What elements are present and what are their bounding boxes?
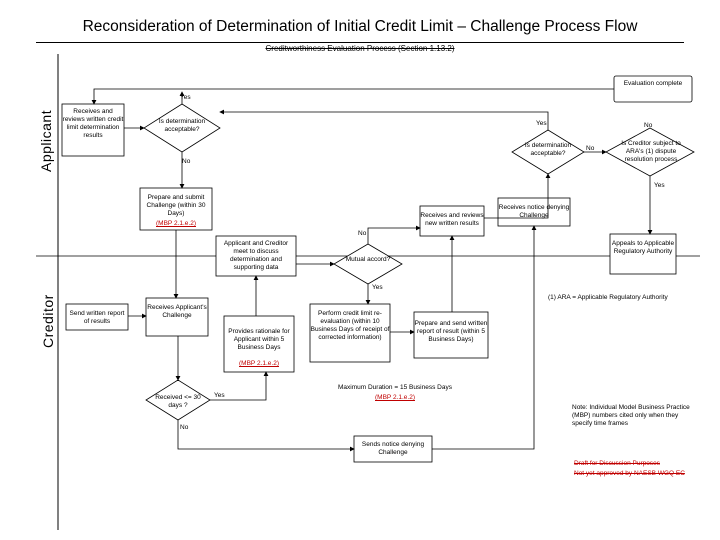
- prepare-send-text: Prepare and send written report of resul…: [414, 320, 488, 343]
- receive-challenge-box: [145, 297, 209, 337]
- receive-notice-text: Receives notice denying Challenge: [498, 204, 570, 219]
- label-mutual-no: No: [358, 230, 367, 237]
- appeals-ara-text: Appeals to Applicable Regulatory Authori…: [611, 240, 675, 255]
- mbp-note: Note: Individual Model Business Practice…: [572, 404, 690, 427]
- page-title: Reconsideration of Determination of Init…: [82, 18, 638, 35]
- label-received-no: No: [180, 424, 189, 431]
- label-ara-yes: Yes: [654, 182, 665, 189]
- label-q1-no: No: [182, 158, 191, 165]
- label-received-yes: Yes: [214, 392, 225, 399]
- mutual-q-text: Mutual accord?: [345, 256, 391, 263]
- prepare-challenge-box: [139, 187, 213, 231]
- send-report-text: Send written report of results: [69, 310, 125, 325]
- appeals-ara-box: [609, 233, 677, 275]
- prepare-challenge-text: Prepare and submit Challenge (within 30 …: [146, 194, 206, 217]
- receive-results-text: Receives and reviews written credit limi…: [62, 108, 124, 139]
- accept-q1-text: Is determination acceptable?: [158, 118, 206, 133]
- page-subtitle: Creditworthiness Evaluation Process (Sec…: [265, 44, 455, 53]
- prepare-send-box: [413, 311, 489, 359]
- send-report-box: [65, 303, 129, 331]
- edge-q-yes: [210, 371, 269, 401]
- received-q-text: Received <= 30 days ?: [155, 394, 201, 409]
- receive-results2-text: Receives and reviews new written results: [420, 212, 484, 227]
- sends-notice-text: Sends notice denying Challenge: [361, 441, 425, 456]
- meet-discuss-box: [215, 235, 297, 277]
- label-q1-yes: Yes: [180, 94, 191, 101]
- edge-notice-to-receive: [432, 225, 537, 450]
- max-duration-ref: (MBP 2.1.e.2): [375, 394, 415, 401]
- provides-rationale-box: [223, 315, 295, 373]
- prepare-challenge-ref: (MBP 2.1.e.2): [156, 220, 196, 227]
- label-q2-yes: Yes: [536, 120, 547, 127]
- edge-eval-to-receive: [91, 88, 614, 105]
- accept-q2-text: Is determination acceptable?: [524, 142, 572, 157]
- receive-challenge-text: Receives Applicant's Challenge: [147, 304, 207, 319]
- mutual-q-diamond: [333, 243, 403, 285]
- edge-q2-yes: [219, 109, 549, 130]
- edge-q-no: [177, 420, 355, 452]
- subject-ara-text: Is Creditor subject to ARA's (1) dispute…: [621, 140, 681, 163]
- label-q2-no: No: [586, 145, 595, 152]
- provides-rationale-text: Provides rationale for Applicant within …: [228, 328, 290, 351]
- eval-complete-text: Evaluation complete: [623, 80, 683, 87]
- edge-results2-to-q2: [484, 173, 551, 219]
- draft-note: Draft for Discussion Purposes: [574, 460, 660, 467]
- perform-eval-box: [309, 303, 391, 363]
- provides-rationale-ref: (MBP 2.1.e.2): [239, 360, 279, 367]
- meet-discuss-text: Applicant and Creditor meet to discuss d…: [223, 240, 289, 271]
- draft-note-2: Not yet approved by NAESB WGQ EC: [574, 470, 685, 477]
- perform-eval-text: Perform credit limit re-evaluation (with…: [310, 310, 390, 341]
- edge-mutual-no: [367, 225, 421, 244]
- footnote-ara: (1) ARA = Applicable Regulatory Authorit…: [548, 294, 668, 301]
- receive-results2-box: [419, 205, 485, 237]
- receive-notice-box: [497, 197, 571, 227]
- label-ara-no: No: [644, 122, 653, 129]
- title-underline: [36, 42, 684, 43]
- label-mutual-yes: Yes: [372, 284, 383, 291]
- max-duration-note: Maximum Duration = 15 Business Days: [338, 384, 452, 391]
